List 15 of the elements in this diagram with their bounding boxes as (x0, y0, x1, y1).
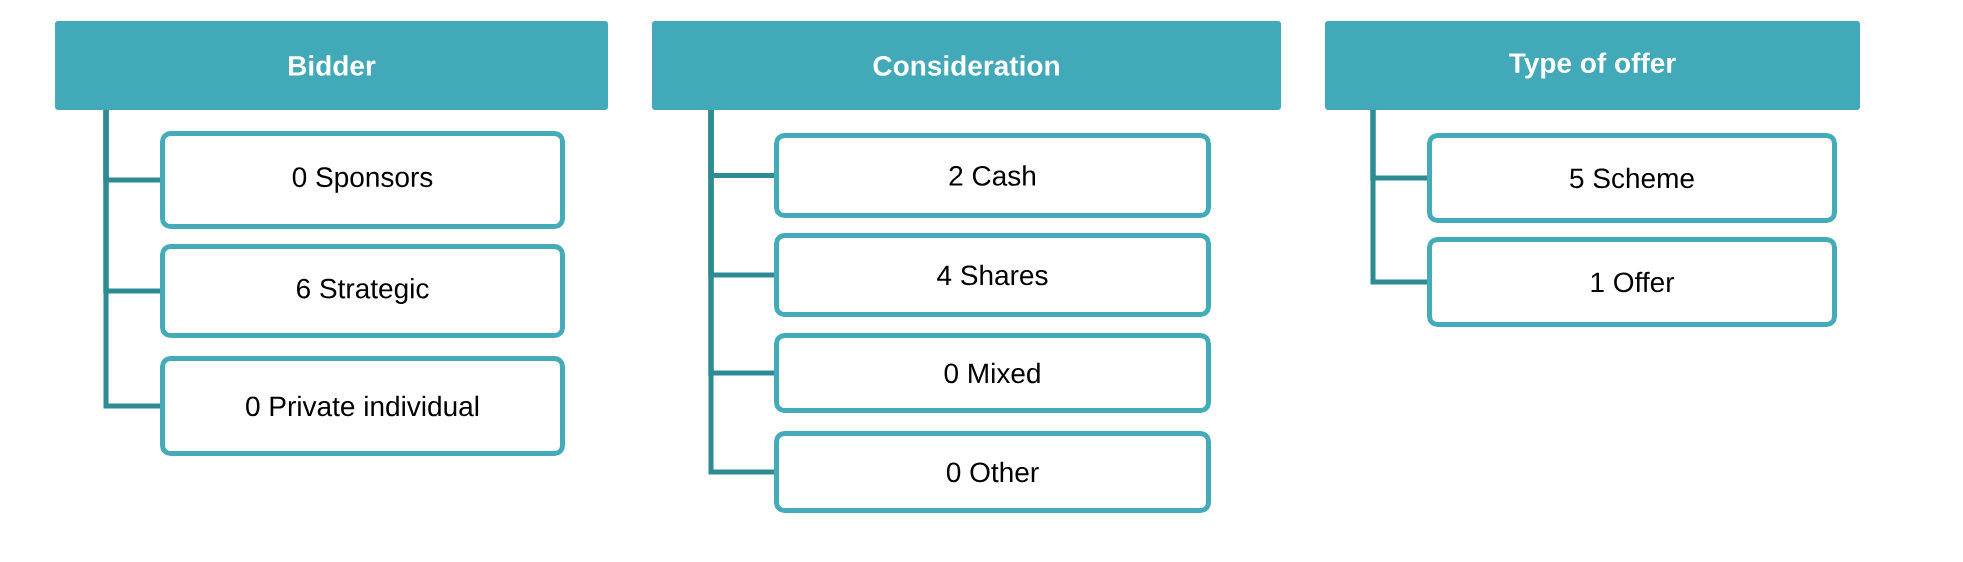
item-box: 0 Other (774, 431, 1211, 513)
connector-line (103, 110, 160, 409)
item-box: 2 Cash (774, 133, 1211, 218)
connector-line (708, 110, 774, 475)
item-box: 5 Scheme (1427, 133, 1837, 223)
item-box: 6 Strategic (160, 244, 565, 338)
header-box: Bidder (55, 21, 608, 110)
item-box: 0 Mixed (774, 333, 1211, 413)
item-box: 0 Private individual (160, 356, 565, 456)
header-box: Type of offer (1325, 21, 1860, 110)
item-box: 1 Offer (1427, 237, 1837, 327)
connector-line (1370, 110, 1427, 285)
item-box: 0 Sponsors (160, 131, 565, 229)
header-box: Consideration (652, 21, 1281, 110)
item-box: 4 Shares (774, 233, 1211, 317)
